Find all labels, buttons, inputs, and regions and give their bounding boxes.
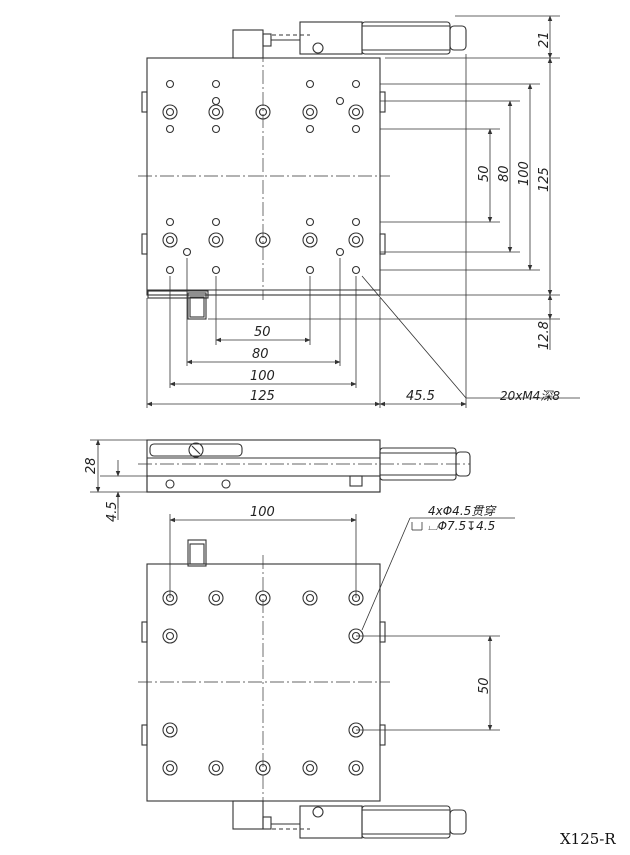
through-hole-note: 4xΦ4.5贯穿 — [428, 504, 497, 518]
top-view-dim-lines-bottom — [146, 54, 580, 408]
dim-4-5: 4.5 — [105, 501, 120, 522]
micrometer-top — [232, 21, 467, 59]
top-plate — [146, 57, 381, 296]
top-view-dim-lines-right — [208, 15, 560, 350]
tapped-hole-note: 20xM4深8 — [500, 389, 560, 403]
dim-100-horizontal: 100 — [250, 369, 275, 384]
top-view-dim-text-right: 21 125 100 80 50 12.8 — [477, 31, 552, 350]
dim-21: 21 — [537, 31, 552, 48]
side-view-dims — [90, 439, 147, 520]
mounting-hole — [162, 104, 364, 248]
dim-45-5: 45.5 — [406, 389, 435, 404]
tapped-hole — [165, 79, 361, 275]
side-view-dim-text: 28 4.5 — [84, 457, 120, 522]
side-view — [138, 439, 471, 493]
bottom-view-dim-text: 100 50 4xΦ4.5贯穿 ⌴Φ7.5↧4.5 — [250, 504, 497, 694]
dim-50-bottom: 50 — [477, 677, 492, 694]
counterbore-note: ⌴Φ7.5↧4.5 — [428, 519, 495, 533]
dim-100-bottom: 100 — [250, 505, 275, 520]
dim-12-8: 12.8 — [537, 321, 552, 350]
dim-100-vertical: 100 — [517, 161, 532, 186]
bottom-view — [138, 539, 467, 839]
dim-80-vertical: 80 — [497, 165, 512, 182]
dim-28: 28 — [84, 457, 99, 474]
dim-50-vertical: 50 — [477, 165, 492, 182]
top-view-holes — [162, 79, 364, 275]
bottom-view-dims — [169, 514, 515, 731]
dim-125-vertical: 125 — [537, 167, 552, 192]
top-view-dim-text-bottom: 50 80 100 125 45.5 20xM4深8 — [250, 325, 560, 404]
dim-80-horizontal: 80 — [252, 347, 269, 362]
top-view — [138, 21, 467, 320]
model-label: X125-R — [560, 830, 616, 848]
dim-125-horizontal: 125 — [250, 389, 275, 404]
dim-50-horizontal: 50 — [254, 325, 271, 340]
